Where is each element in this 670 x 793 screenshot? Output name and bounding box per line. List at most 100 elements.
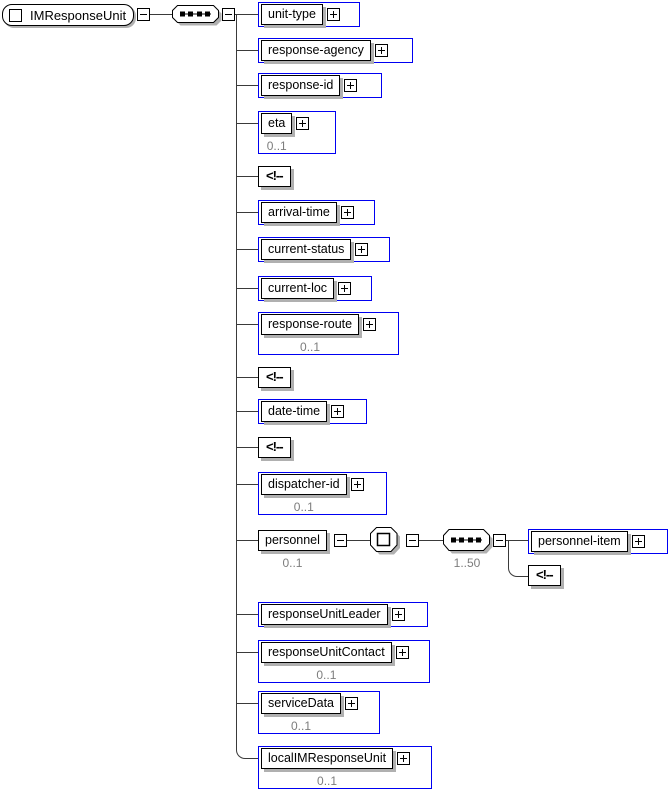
element-label: current-status (268, 242, 345, 256)
connector-line (236, 377, 258, 378)
element-label: date-time (268, 404, 321, 418)
element-name-box[interactable]: response-route (261, 314, 360, 335)
plus-icon[interactable] (331, 405, 345, 418)
minus-icon[interactable] (334, 534, 347, 547)
element-responseUnitContact: responseUnitContact 0..1 (258, 640, 430, 683)
occurrence-label: 0..1 (317, 774, 338, 788)
connector-line (236, 614, 258, 615)
element-square-icon (9, 8, 22, 22)
element-label: eta (268, 116, 286, 130)
element-label: personnel-item (538, 534, 621, 548)
element-name-box[interactable]: current-loc (261, 278, 335, 299)
connector-line (236, 288, 258, 289)
occurrence-label: 1..50 (453, 556, 481, 570)
element-current-loc: current-loc (258, 276, 372, 301)
connector-line (506, 540, 531, 541)
element-unit-type: unit-type (258, 2, 360, 27)
element-label: responseUnitLeader (268, 607, 381, 621)
plus-icon[interactable] (391, 608, 405, 621)
element-label: response-route (268, 317, 353, 331)
element-name-box[interactable]: date-time (261, 401, 328, 422)
xml-comment-icon[interactable]: <!-- (258, 437, 291, 458)
connector-line (236, 411, 258, 412)
element-name-box[interactable]: response-agency (261, 40, 371, 61)
connector-line (150, 14, 172, 15)
element-name-box[interactable]: localIMResponseUnit (261, 748, 394, 769)
element-response-route: response-route 0..1 (258, 312, 399, 355)
element-personnel: personnel 0..1 (258, 530, 327, 570)
occurrence-label: 0..1 (282, 556, 303, 570)
plus-icon[interactable] (340, 206, 354, 219)
plus-icon[interactable] (374, 44, 388, 57)
element-label: serviceData (268, 696, 334, 710)
connector-curve (236, 741, 259, 759)
connector-line (236, 212, 258, 213)
element-name-box[interactable]: current-status (261, 239, 352, 260)
connector-line (236, 540, 258, 541)
element-label: response-agency (268, 43, 364, 57)
connector-line (236, 324, 258, 325)
xml-comment-icon[interactable]: <!-- (258, 166, 291, 187)
plus-icon[interactable] (395, 646, 409, 659)
plus-icon[interactable] (363, 318, 377, 331)
element-personnel-item: personnel-item (528, 529, 668, 554)
connector-line (419, 540, 443, 541)
element-eta: eta 0..1 (258, 111, 336, 154)
element-name-box[interactable]: dispatcher-id (261, 474, 347, 495)
element-name-box[interactable]: arrival-time (261, 202, 337, 223)
xml-comment-icon[interactable]: <!-- (528, 565, 561, 586)
element-label: unit-type (268, 7, 316, 21)
plus-icon[interactable] (296, 117, 310, 130)
element-dispatcher-id: dispatcher-id 0..1 (258, 472, 387, 515)
connector-line (236, 249, 258, 250)
connector-line (235, 14, 258, 15)
comment-label: <!-- (536, 567, 554, 582)
element-name-box[interactable]: responseUnitLeader (261, 604, 388, 625)
plus-icon[interactable] (350, 478, 364, 491)
element-label: personnel (265, 533, 320, 547)
minus-icon[interactable] (493, 534, 506, 547)
plus-icon[interactable] (344, 79, 358, 92)
plus-icon[interactable] (355, 243, 369, 256)
element-name-box[interactable]: response-id (261, 75, 341, 96)
sequence-compositor-icon[interactable] (443, 529, 496, 557)
element-label: dispatcher-id (268, 477, 340, 491)
element-name-box[interactable]: responseUnitContact (261, 642, 392, 663)
element-label: response-id (268, 78, 334, 92)
element-label: current-loc (268, 281, 328, 295)
connector-line (236, 50, 258, 51)
connector-line (347, 540, 370, 541)
xml-comment-icon[interactable]: <!-- (258, 367, 291, 388)
minus-icon[interactable] (137, 8, 150, 21)
root-element-box[interactable]: IMResponseUnit (2, 4, 134, 26)
sequence-compositor-icon[interactable] (172, 5, 225, 29)
comment-label: <!-- (266, 439, 284, 454)
element-label: arrival-time (268, 205, 330, 219)
element-response-agency: response-agency (258, 38, 413, 63)
element-response-id: response-id (258, 73, 382, 98)
element-label: responseUnitContact (268, 645, 385, 659)
element-current-status: current-status (258, 237, 390, 262)
plus-icon[interactable] (338, 282, 352, 295)
occurrence-label: 0..1 (300, 340, 321, 354)
element-arrival-time: arrival-time (258, 200, 375, 225)
element-serviceData: serviceData 0..1 (258, 691, 380, 734)
element-name-box[interactable]: personnel-item (531, 531, 628, 552)
connector-line (236, 176, 258, 177)
connector-line (236, 484, 258, 485)
comment-label: <!-- (266, 369, 284, 384)
connector-curve (508, 540, 529, 577)
plus-icon[interactable] (631, 535, 645, 548)
plus-icon[interactable] (345, 697, 358, 710)
element-name-box[interactable]: serviceData (261, 693, 341, 714)
element-name-box[interactable]: personnel (258, 530, 327, 551)
element-name-box[interactable]: unit-type (261, 4, 323, 25)
plus-icon[interactable] (326, 8, 340, 21)
single-child-compositor-icon[interactable] (370, 527, 403, 557)
minus-icon[interactable] (406, 534, 419, 547)
plus-icon[interactable] (397, 752, 411, 765)
occurrence-label: 0..1 (266, 139, 287, 153)
minus-icon[interactable] (222, 8, 235, 21)
element-name-box[interactable]: eta (261, 113, 293, 134)
